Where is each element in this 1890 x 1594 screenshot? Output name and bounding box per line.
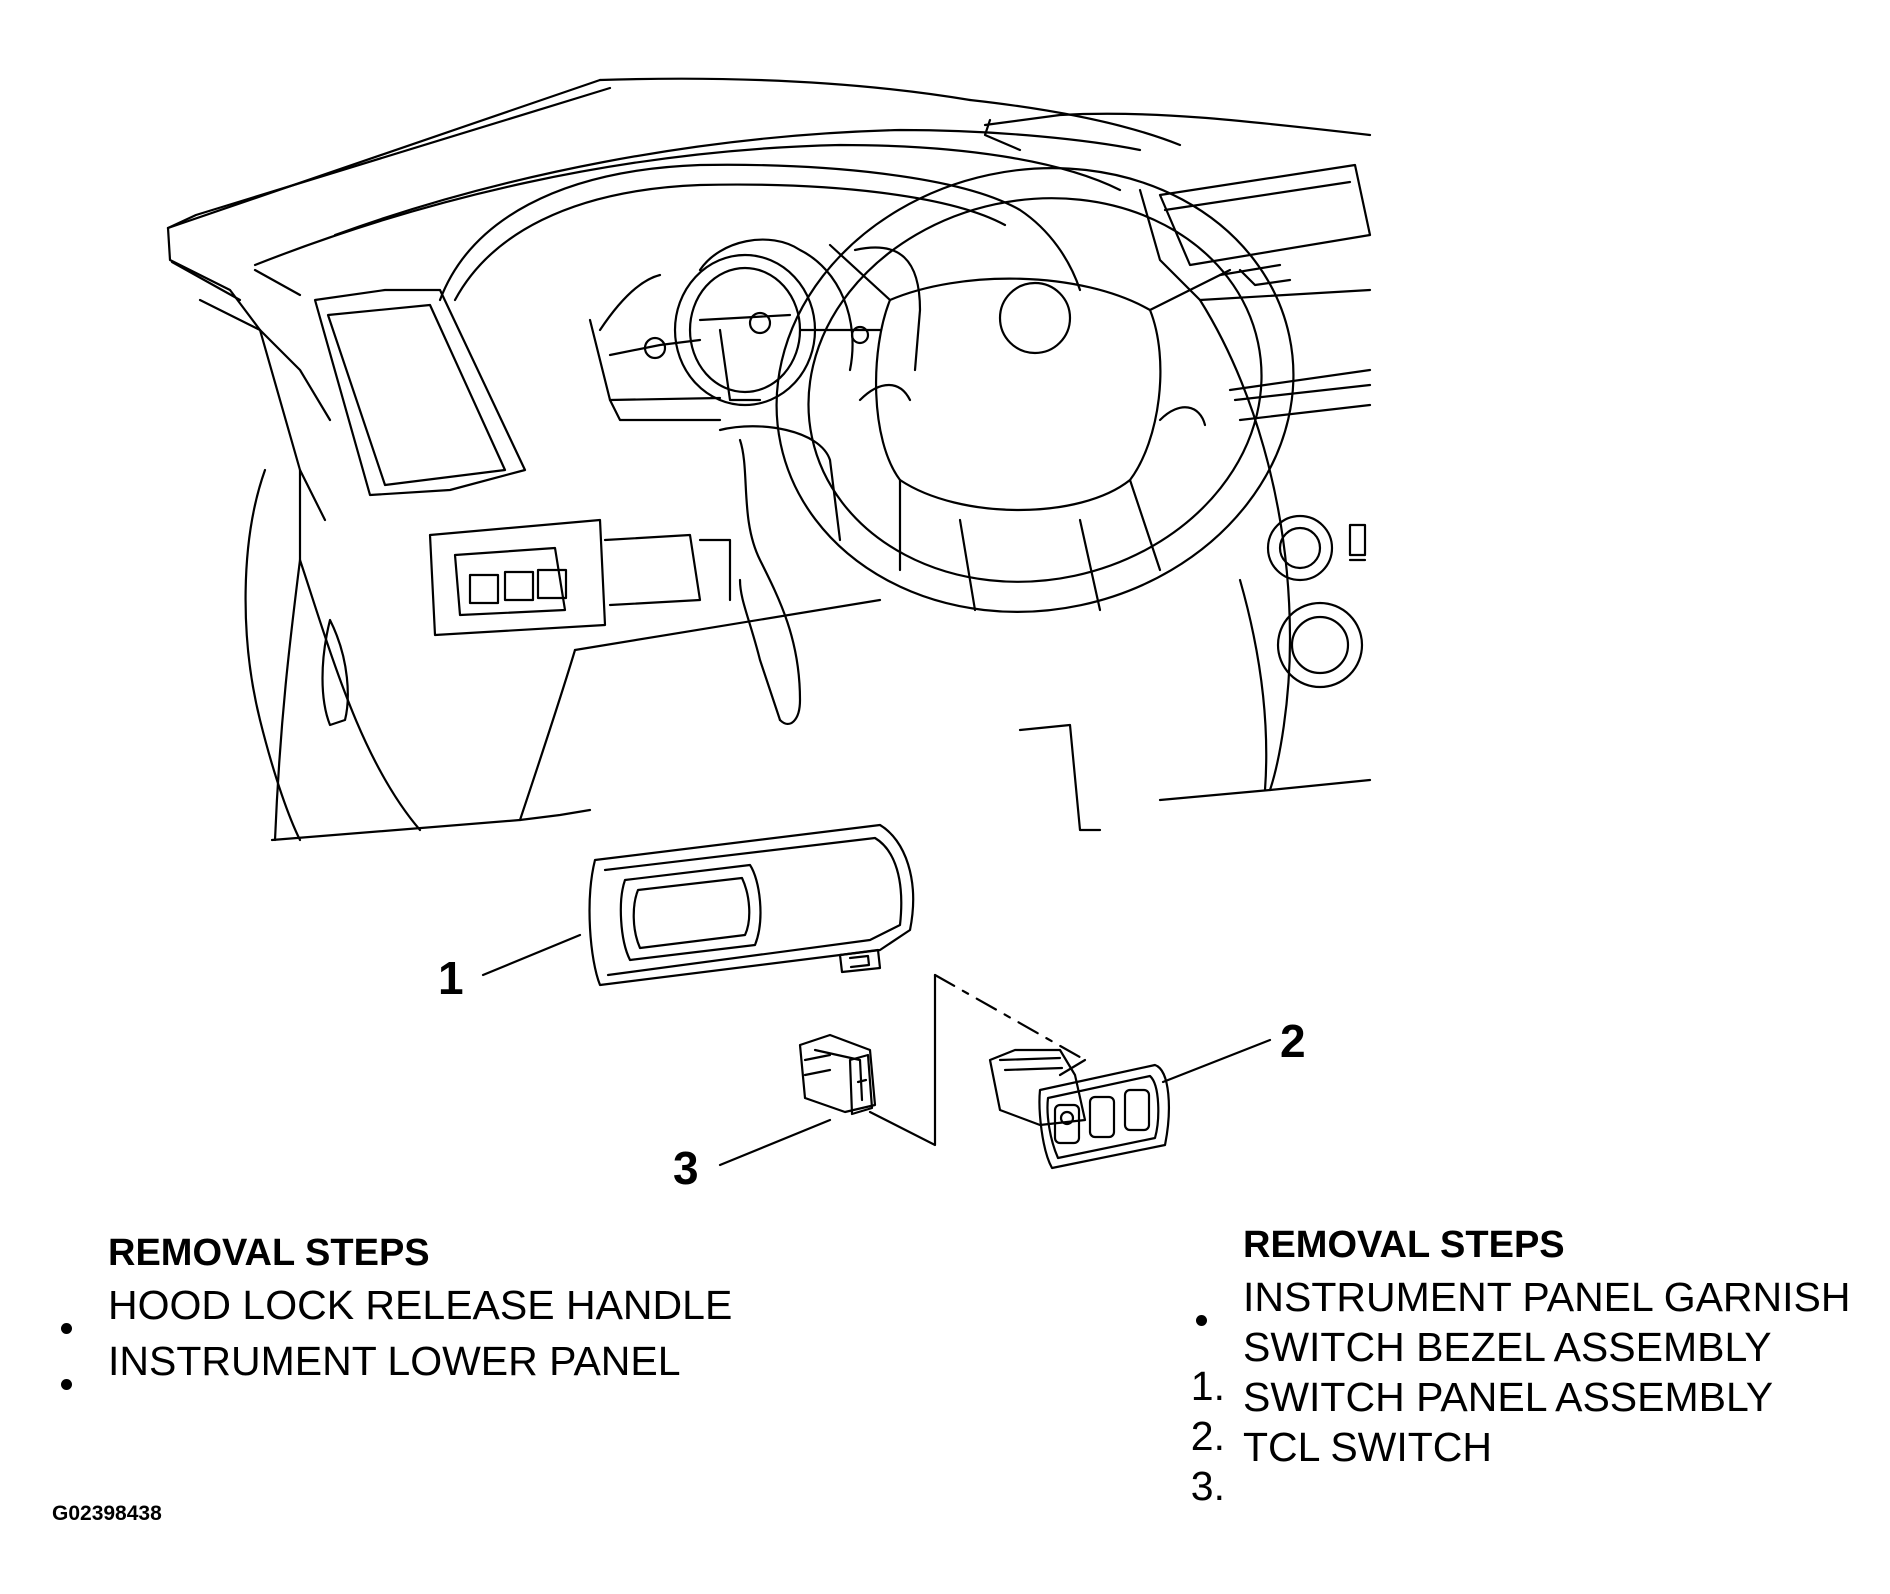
right-removal-steps: REMOVAL STEPS INSTRUMENT PANEL GARNISH 1… bbox=[1191, 1220, 1851, 1509]
figure-code: G02398438 bbox=[52, 1502, 162, 1525]
step-number: 3. bbox=[1190, 1463, 1225, 1509]
assembly-line bbox=[868, 973, 937, 1147]
list-item: 3. TCL SWITCH bbox=[1191, 1422, 1851, 1509]
leader-lines bbox=[481, 933, 1272, 1167]
step-text: INSTRUMENT PANEL GARNISH bbox=[1243, 1274, 1851, 1320]
left-removal-steps: REMOVAL STEPS HOOD LOCK RELEASE HANDLE I… bbox=[61, 1228, 733, 1390]
step-text: TCL SWITCH bbox=[1243, 1424, 1493, 1470]
left-steps-heading: REMOVAL STEPS bbox=[108, 1232, 430, 1274]
leader-line-3 bbox=[718, 1118, 832, 1167]
dashboard-outline bbox=[166, 77, 1372, 842]
step-text: HOOD LOCK RELEASE HANDLE bbox=[108, 1282, 733, 1328]
steering-wheel bbox=[775, 167, 1295, 613]
callout-3: 3 bbox=[673, 1142, 699, 1194]
switch-panel-part bbox=[988, 1048, 1170, 1170]
step-number: 2. bbox=[1190, 1413, 1225, 1459]
switch-bezel-part bbox=[588, 823, 915, 987]
list-item: INSTRUMENT LOWER PANEL bbox=[61, 1336, 732, 1390]
callout-1: 1 bbox=[438, 952, 464, 1004]
list-item: 2. SWITCH PANEL ASSEMBLY bbox=[1191, 1372, 1851, 1459]
step-text: SWITCH BEZEL ASSEMBLY bbox=[1243, 1324, 1772, 1370]
step-text: SWITCH PANEL ASSEMBLY bbox=[1243, 1374, 1774, 1420]
callout-2: 2 bbox=[1280, 1015, 1306, 1067]
list-item: 1. SWITCH BEZEL ASSEMBLY bbox=[1191, 1322, 1851, 1409]
assembly-dash-line bbox=[933, 973, 1087, 1062]
leader-line-2 bbox=[1161, 1038, 1272, 1084]
right-steps-heading: REMOVAL STEPS bbox=[1243, 1224, 1565, 1266]
tcl-switch-part bbox=[798, 1033, 877, 1116]
leader-line-1 bbox=[481, 933, 582, 977]
step-text: INSTRUMENT LOWER PANEL bbox=[108, 1338, 681, 1384]
step-number: 1. bbox=[1190, 1363, 1225, 1409]
list-item: INSTRUMENT PANEL GARNISH bbox=[1196, 1272, 1851, 1326]
list-item: HOOD LOCK RELEASE HANDLE bbox=[61, 1280, 733, 1334]
